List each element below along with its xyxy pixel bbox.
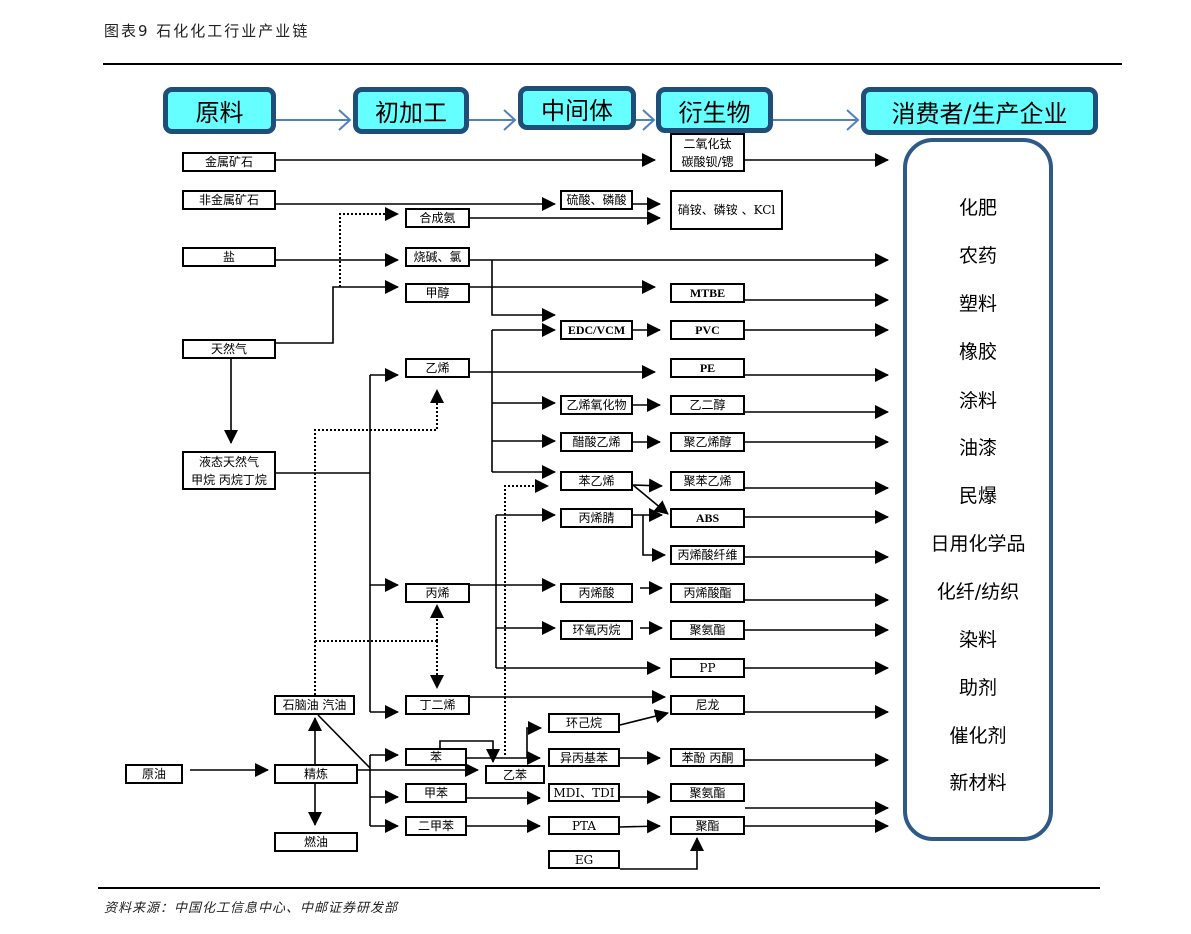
- node-mtbe: MTBE: [670, 283, 745, 303]
- consumer-item: 新材料: [949, 772, 1007, 794]
- consumer-item: 涂料: [958, 390, 997, 412]
- node-edc-vcm: EDC/VCM: [560, 320, 633, 340]
- node-refining: 精炼: [274, 764, 358, 784]
- dotted-flow-arrow: [314, 389, 444, 695]
- flow-arrow: [619, 819, 661, 834]
- node-propylene: 丙烯: [405, 583, 470, 603]
- consumer-item: 农药: [958, 245, 997, 267]
- stage-derivatives: 衍生物: [656, 87, 773, 133]
- node-acrylic-fiber: 丙烯酸纤维: [670, 545, 745, 565]
- stage-consumers: 消费者/生产企业: [861, 87, 1098, 135]
- consumer-item: 化纤/纺织: [936, 581, 1020, 603]
- dotted-flow-arrow: [504, 479, 549, 755]
- node-salt: 盐: [182, 247, 276, 267]
- consumer-panel: 化肥农药塑料橡胶涂料油漆民爆日用化学品化纤/纺织染料助剂催化剂新材料: [903, 138, 1053, 841]
- figure-title: 图表9 石化化工行业产业链: [104, 22, 310, 40]
- node-acrylonitrile: 丙烯腈: [560, 508, 633, 528]
- node-acrylate: 丙烯酸酯: [670, 583, 745, 603]
- node-fuel-oil: 燃油: [274, 832, 358, 852]
- node-polyester: 聚酯: [670, 816, 745, 835]
- node-nonmetal-ore: 非金属矿石: [182, 190, 276, 210]
- consumer-item: 助剂: [958, 677, 997, 699]
- bottom-divider: [98, 887, 1100, 889]
- node-pva: 聚乙烯醇: [670, 432, 745, 452]
- node-ammonia: 合成氨: [405, 208, 470, 228]
- consumer-item: 油漆: [958, 437, 997, 459]
- stage-raw-materials: 原料: [163, 87, 276, 134]
- node-lng: 液态天然气 甲烷 丙烷丁烷: [182, 451, 276, 490]
- consumer-item: 塑料: [958, 293, 997, 315]
- node-caustic-chlorine: 烧碱、氯: [405, 247, 470, 267]
- node-cyclohexane: 环己烷: [548, 713, 620, 733]
- node-tio2: 二氧化钛 碳酸钡/锶: [670, 133, 745, 172]
- node-acrylic-acid: 丙烯酸: [560, 583, 633, 603]
- node-phenol-acetone: 苯酚 丙酮: [670, 748, 745, 767]
- node-fertilizer-salts: 硝铵、磷铵 、KCl: [670, 190, 783, 230]
- node-nylon: 尼龙: [670, 695, 745, 715]
- consumer-item: 化肥: [958, 197, 997, 219]
- consumer-item: 橡胶: [958, 341, 997, 363]
- dotted-flow-arrow: [339, 207, 399, 287]
- node-vinyl-acetate: 醋酸乙烯: [560, 432, 633, 452]
- node-abs: ABS: [670, 508, 745, 528]
- node-eg: EG: [548, 850, 620, 869]
- node-metal-ore: 金属矿石: [182, 152, 276, 172]
- flow-arrow: [620, 837, 704, 870]
- node-polystyrene: 聚苯乙烯: [670, 471, 745, 491]
- top-divider: [103, 63, 1122, 65]
- flow-arrow: [317, 714, 371, 769]
- flow-arrow: [632, 484, 669, 515]
- node-pp: PP: [670, 658, 745, 678]
- flow-arrow: [439, 740, 500, 763]
- flow-arrow: [619, 709, 669, 726]
- node-xylene: 二甲苯: [405, 816, 467, 836]
- flow-arrow: [526, 721, 542, 758]
- node-mdi-tdi: MDI、TDI: [548, 783, 620, 802]
- node-ethylene-oxide: 乙烯氧化物: [560, 395, 633, 415]
- consumer-item: 催化剂: [949, 725, 1007, 747]
- node-pe: PE: [670, 358, 745, 378]
- node-naphtha: 石脑油 汽油: [274, 695, 355, 715]
- node-styrene: 苯乙烯: [560, 471, 633, 491]
- flow-arrow: [632, 478, 663, 493]
- consumer-item: 染料: [958, 629, 997, 651]
- node-crude-oil: 原油: [125, 764, 183, 784]
- node-polyurethane1: 聚氨酯: [670, 620, 745, 640]
- node-glycol: 乙二醇: [670, 395, 745, 415]
- flow-arrow: [642, 515, 666, 562]
- node-benzene: 苯: [405, 748, 467, 766]
- node-polyurethane2: 聚氨酯: [670, 783, 745, 802]
- stage-intermediates: 中间体: [518, 86, 636, 130]
- node-ethylene: 乙烯: [405, 358, 470, 378]
- flow-arrow: [491, 260, 556, 322]
- source-note: 资料来源：中国化工信息中心、中邮证券研发部: [104, 901, 399, 916]
- node-methanol: 甲醇: [405, 283, 470, 303]
- node-ethylbenzene: 乙苯: [485, 765, 545, 784]
- consumer-item: 日用化学品: [930, 533, 1026, 555]
- node-toluene: 甲苯: [405, 783, 467, 803]
- node-propylene-oxide: 环氧丙烷: [560, 620, 633, 640]
- node-cumene: 异丙基苯: [548, 748, 620, 767]
- node-natural-gas: 天然气: [182, 339, 276, 359]
- flow-arrow: [276, 280, 399, 344]
- consumer-item: 民爆: [958, 485, 997, 507]
- node-butadiene: 丁二烯: [405, 695, 470, 715]
- node-acids: 硫酸、磷酸: [560, 190, 633, 210]
- node-pvc: PVC: [670, 320, 745, 340]
- node-pta: PTA: [548, 816, 620, 835]
- stage-primary-processing: 初加工: [353, 87, 469, 134]
